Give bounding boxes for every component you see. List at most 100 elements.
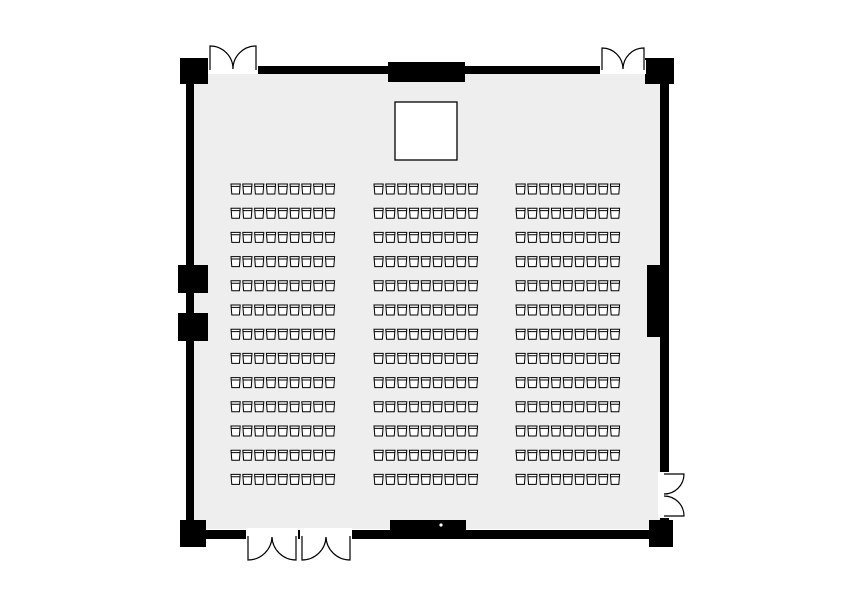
chair <box>515 352 526 364</box>
chair <box>277 425 288 437</box>
chair <box>277 473 288 485</box>
chair <box>408 352 420 364</box>
chair <box>527 473 538 485</box>
chair <box>598 256 609 268</box>
seat-row <box>230 352 336 364</box>
chair <box>574 425 585 437</box>
chair <box>515 377 526 389</box>
chair <box>373 231 384 243</box>
seat-row <box>373 183 479 195</box>
chair <box>432 231 443 243</box>
chair <box>408 280 420 292</box>
chair <box>254 352 265 364</box>
chair <box>550 449 562 461</box>
chair <box>230 425 241 437</box>
chair <box>456 425 467 437</box>
chair <box>385 449 396 461</box>
chair <box>373 256 384 268</box>
chair <box>609 352 621 364</box>
chair <box>515 449 526 461</box>
left-pillar-upper <box>178 265 208 293</box>
chair <box>515 425 526 437</box>
chair <box>408 207 420 219</box>
chair <box>550 401 562 413</box>
chair <box>456 304 467 316</box>
seat-row <box>515 280 621 292</box>
chair <box>397 256 408 268</box>
chair <box>539 207 550 219</box>
chair <box>420 231 431 243</box>
chair <box>598 328 609 340</box>
chair <box>324 280 336 292</box>
wall-left <box>186 66 194 540</box>
chair <box>289 183 300 195</box>
chair <box>385 304 396 316</box>
chair <box>373 328 384 340</box>
chair <box>456 377 467 389</box>
chair <box>385 256 396 268</box>
seat-row <box>230 280 336 292</box>
chair <box>242 401 253 413</box>
chair <box>562 401 573 413</box>
chair <box>574 473 585 485</box>
chair <box>277 207 288 219</box>
chair <box>598 231 609 243</box>
chair <box>420 304 431 316</box>
chair <box>289 449 300 461</box>
chair <box>432 304 443 316</box>
chair <box>373 473 384 485</box>
chair <box>527 377 538 389</box>
chair <box>420 183 431 195</box>
chair <box>242 183 253 195</box>
chair <box>456 280 467 292</box>
chair <box>254 256 265 268</box>
chair <box>609 183 621 195</box>
chair <box>397 401 408 413</box>
chair <box>420 473 431 485</box>
chair <box>385 425 396 437</box>
seat-row <box>515 304 621 316</box>
corner-bottom-right <box>649 520 673 547</box>
door-bottom-right <box>300 528 352 561</box>
chair <box>301 183 312 195</box>
chair <box>586 207 597 219</box>
chair <box>230 328 241 340</box>
seat-row <box>373 425 479 437</box>
chair <box>586 304 597 316</box>
chair <box>515 256 526 268</box>
chair <box>456 256 467 268</box>
chair <box>467 183 479 195</box>
chair <box>385 183 396 195</box>
chair <box>598 425 609 437</box>
chair <box>550 352 562 364</box>
seat-row <box>373 280 479 292</box>
chair <box>408 401 420 413</box>
seat-row <box>373 401 479 413</box>
chair <box>598 280 609 292</box>
chair <box>598 401 609 413</box>
right-pillar <box>647 265 669 337</box>
seat-row <box>373 231 479 243</box>
chair <box>324 328 336 340</box>
chair <box>289 207 300 219</box>
chair <box>527 401 538 413</box>
seating-block-2 <box>373 183 479 485</box>
seat-row <box>515 183 621 195</box>
seat-row <box>230 425 336 437</box>
chair <box>289 425 300 437</box>
chair <box>527 231 538 243</box>
chair <box>277 449 288 461</box>
chair <box>586 328 597 340</box>
chair <box>265 231 277 243</box>
seat-row <box>515 377 621 389</box>
chair <box>242 425 253 437</box>
stage <box>394 101 458 161</box>
chair <box>373 401 384 413</box>
chair <box>562 352 573 364</box>
chair <box>324 183 336 195</box>
chair <box>432 401 443 413</box>
chair <box>467 473 479 485</box>
chair <box>515 280 526 292</box>
chair <box>562 328 573 340</box>
chair <box>432 328 443 340</box>
